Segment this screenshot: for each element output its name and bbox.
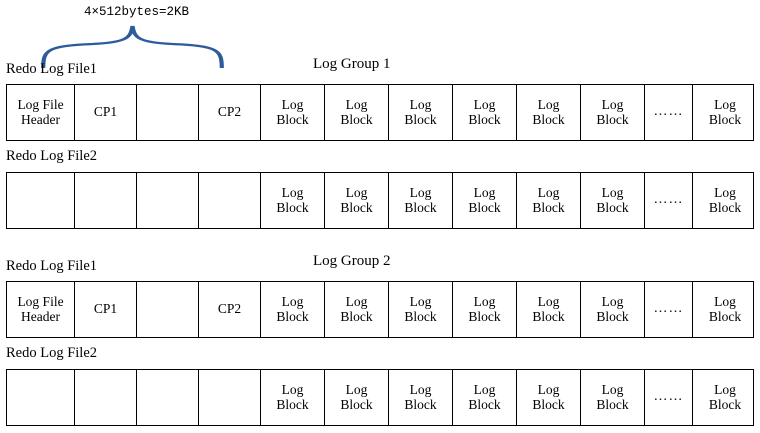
log-cell: Log Block	[517, 173, 581, 228]
log-cell: Log Block	[261, 173, 325, 228]
size-annotation: 4×512bytes=2KB	[84, 5, 190, 19]
log-cell: Log Block	[453, 282, 517, 337]
log-cell: Log Block	[581, 173, 645, 228]
file-label-group2-file1: Redo Log File1	[6, 258, 98, 274]
ellipsis-cell: ……	[645, 85, 693, 140]
log-cell: CP2	[199, 282, 261, 337]
empty-cell	[7, 370, 75, 425]
log-cell: Log Block	[708, 382, 742, 412]
empty-cell	[75, 370, 137, 425]
group-title-1: Log Group 1	[313, 56, 391, 72]
log-cell: Log Block	[708, 97, 742, 127]
empty-cell	[137, 370, 199, 425]
empty-cell	[75, 173, 137, 228]
log-cell: Log Block	[261, 85, 325, 140]
file-label-group2-file2: Redo Log File2	[6, 345, 98, 361]
log-cell: Log Block	[453, 173, 517, 228]
log-cell: Log Block	[581, 370, 645, 425]
log-cell: Log File Header	[7, 85, 75, 140]
empty-cell	[199, 173, 261, 228]
ellipsis-cell: ……	[645, 370, 693, 425]
log-cell: Log Block	[708, 185, 742, 215]
log-cell: Log Block	[389, 173, 453, 228]
empty-cell	[199, 370, 261, 425]
empty-cell	[137, 85, 199, 140]
log-cell: CP2	[199, 85, 261, 140]
log-cell: Log Block	[261, 282, 325, 337]
log-cell: CP1	[75, 85, 137, 140]
ellipsis-cell: ……	[645, 173, 693, 228]
brace-connector-icon	[41, 25, 224, 69]
log-cell: Log Block	[325, 173, 389, 228]
empty-cell	[137, 173, 199, 228]
log-cell: Log Block	[325, 370, 389, 425]
log-cell: Log Block	[517, 282, 581, 337]
file-label-group1-file1: Redo Log File1	[6, 61, 98, 77]
empty-cell	[137, 282, 199, 337]
file-label-group1-file2: Redo Log File2	[6, 148, 98, 164]
log-cell: CP1	[75, 282, 137, 337]
ellipsis-cell: ……	[645, 282, 693, 337]
log-cell: Log Block	[325, 282, 389, 337]
log-cell: Log Block	[261, 370, 325, 425]
log-cell: Log Block	[389, 370, 453, 425]
log-cell: Log Block	[453, 85, 517, 140]
log-cell: Log Block	[517, 370, 581, 425]
log-cell: Log Block	[389, 282, 453, 337]
log-cell: Log Block	[517, 85, 581, 140]
log-cell: Log File Header	[7, 282, 75, 337]
log-cell: Log Block	[581, 282, 645, 337]
log-cell: Log Block	[708, 294, 742, 324]
group-title-2: Log Group 2	[313, 253, 391, 269]
empty-cell	[7, 173, 75, 228]
log-cell: Log Block	[581, 85, 645, 140]
log-cell: Log Block	[325, 85, 389, 140]
log-cell: Log Block	[453, 370, 517, 425]
log-cell: Log Block	[389, 85, 453, 140]
